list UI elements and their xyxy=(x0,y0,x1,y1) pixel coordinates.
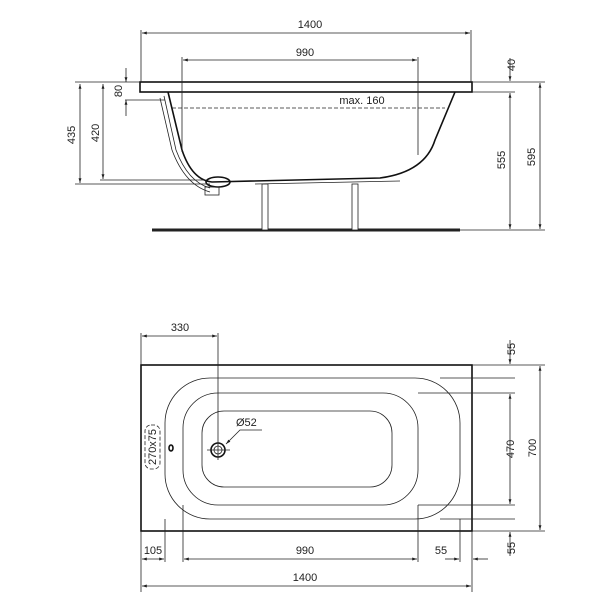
dim-label-105: 105 xyxy=(144,545,162,557)
dim-label-700: 700 xyxy=(527,439,539,457)
drain-icon xyxy=(207,442,230,458)
tub-body xyxy=(167,91,456,183)
dim-label-40: 40 xyxy=(506,59,518,71)
dim-label-1400: 1400 xyxy=(298,19,322,31)
tub-floor xyxy=(201,410,393,488)
tub-outline xyxy=(140,364,473,532)
dim-label-470: 470 xyxy=(505,440,517,458)
top-view: Ø52 270x75 330 105 990 55 1400 55 470 55… xyxy=(140,322,545,592)
tub-rim xyxy=(139,81,473,93)
leg xyxy=(261,183,269,231)
dim-label-555: 555 xyxy=(496,151,508,169)
leg xyxy=(351,183,359,231)
dim-label-1400: 1400 xyxy=(293,572,317,584)
panel-cutout xyxy=(144,424,161,470)
support-legs xyxy=(254,180,401,231)
tub-rim-inner xyxy=(164,377,461,520)
dim-label-420: 420 xyxy=(90,124,102,142)
dim-label-990: 990 xyxy=(296,545,314,557)
dim-label-80: 80 xyxy=(113,85,125,97)
dim-label-55-top: 55 xyxy=(506,343,518,355)
dim-label-990: 990 xyxy=(296,47,314,59)
drain-diameter-label: Ø52 xyxy=(236,417,257,429)
dim-label-595: 595 xyxy=(526,148,538,166)
dim-label-330: 330 xyxy=(171,322,189,334)
dim-label-55-bottom: 55 xyxy=(506,542,518,554)
panel-cutout-label: 270x75 xyxy=(147,429,159,465)
water-level-label: max. 160 xyxy=(339,95,384,107)
tub-basin xyxy=(182,392,419,506)
overflow-icon xyxy=(168,444,174,452)
side-view: max. 160 1400 990 435 420 80 40 555 595 xyxy=(66,19,545,232)
trap xyxy=(204,186,220,196)
dim-label-435: 435 xyxy=(66,126,78,144)
dim-label-55: 55 xyxy=(435,545,447,557)
